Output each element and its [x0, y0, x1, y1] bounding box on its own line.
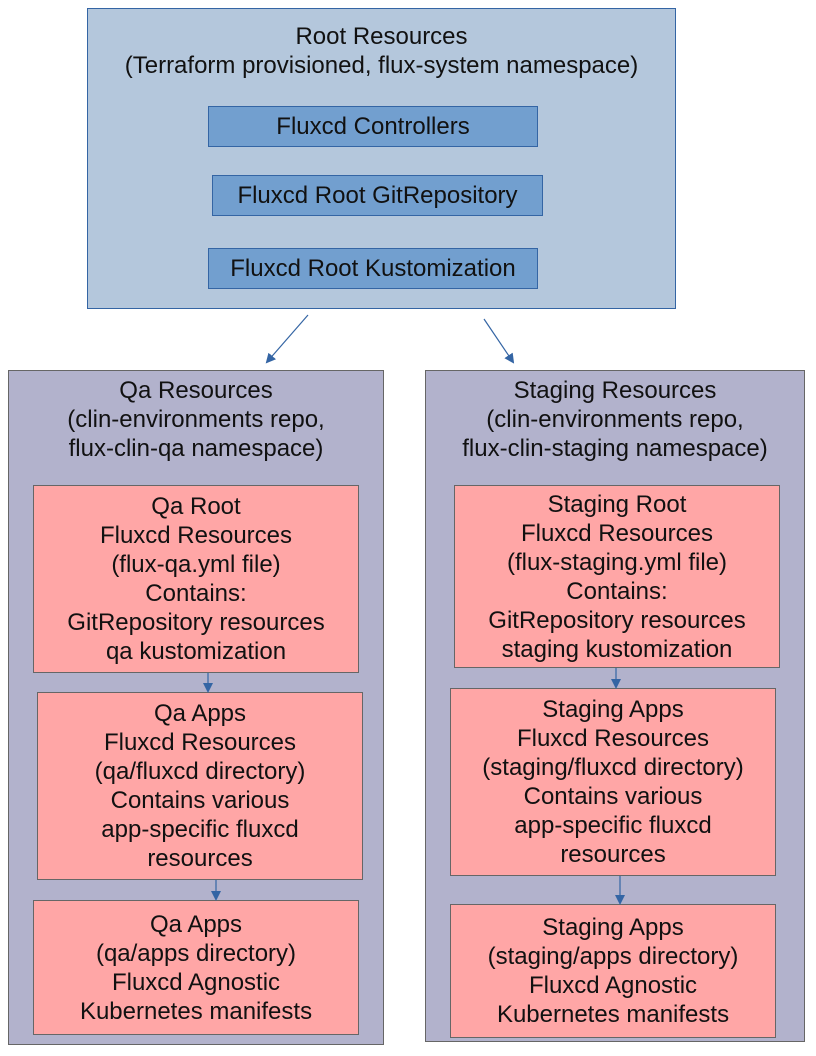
qa-apps-box: Qa Apps (qa/apps directory) Fluxcd Agnos… — [33, 900, 359, 1035]
qa-root-box: Qa Root Fluxcd Resources (flux-qa.yml fi… — [33, 485, 359, 673]
qa-resources-title: Qa Resources (clin-environments repo, fl… — [67, 377, 325, 462]
qa-apps-label: Qa Apps (qa/apps directory) Fluxcd Agnos… — [79, 910, 313, 1025]
staging-apps-fluxcd-label: Staging Apps Fluxcd Resources (staging/f… — [482, 696, 744, 868]
arrow-root-to-qa — [265, 314, 309, 364]
root-resources-title: Root Resources (Terraform provisioned, f… — [124, 23, 639, 79]
staging-root-box: Staging Root Fluxcd Resources (flux-stag… — [454, 485, 780, 668]
fluxcd-root-kustomization-label: Fluxcd Root Kustomization — [230, 255, 516, 282]
fluxcd-controllers-label: Fluxcd Controllers — [276, 113, 470, 140]
fluxcd-root-kustomization-box: Fluxcd Root Kustomization — [208, 248, 538, 289]
arrow-root-to-staging — [483, 318, 515, 364]
fluxcd-root-gitrepository-label: Fluxcd Root GitRepository — [237, 182, 518, 209]
staging-apps-fluxcd-box: Staging Apps Fluxcd Resources (staging/f… — [450, 688, 776, 876]
fluxcd-controllers-box: Fluxcd Controllers — [208, 106, 538, 147]
qa-apps-fluxcd-box: Qa Apps Fluxcd Resources (qa/fluxcd dire… — [37, 692, 363, 880]
qa-root-label: Qa Root Fluxcd Resources (flux-qa.yml fi… — [67, 493, 325, 665]
staging-resources-title: Staging Resources (clin-environments rep… — [462, 377, 768, 462]
fluxcd-root-gitrepository-box: Fluxcd Root GitRepository — [212, 175, 543, 216]
staging-apps-label: Staging Apps (staging/apps directory) Fl… — [487, 914, 739, 1028]
qa-apps-fluxcd-label: Qa Apps Fluxcd Resources (qa/fluxcd dire… — [94, 700, 306, 872]
staging-apps-box: Staging Apps (staging/apps directory) Fl… — [450, 904, 776, 1038]
staging-root-label: Staging Root Fluxcd Resources (flux-stag… — [488, 490, 746, 663]
